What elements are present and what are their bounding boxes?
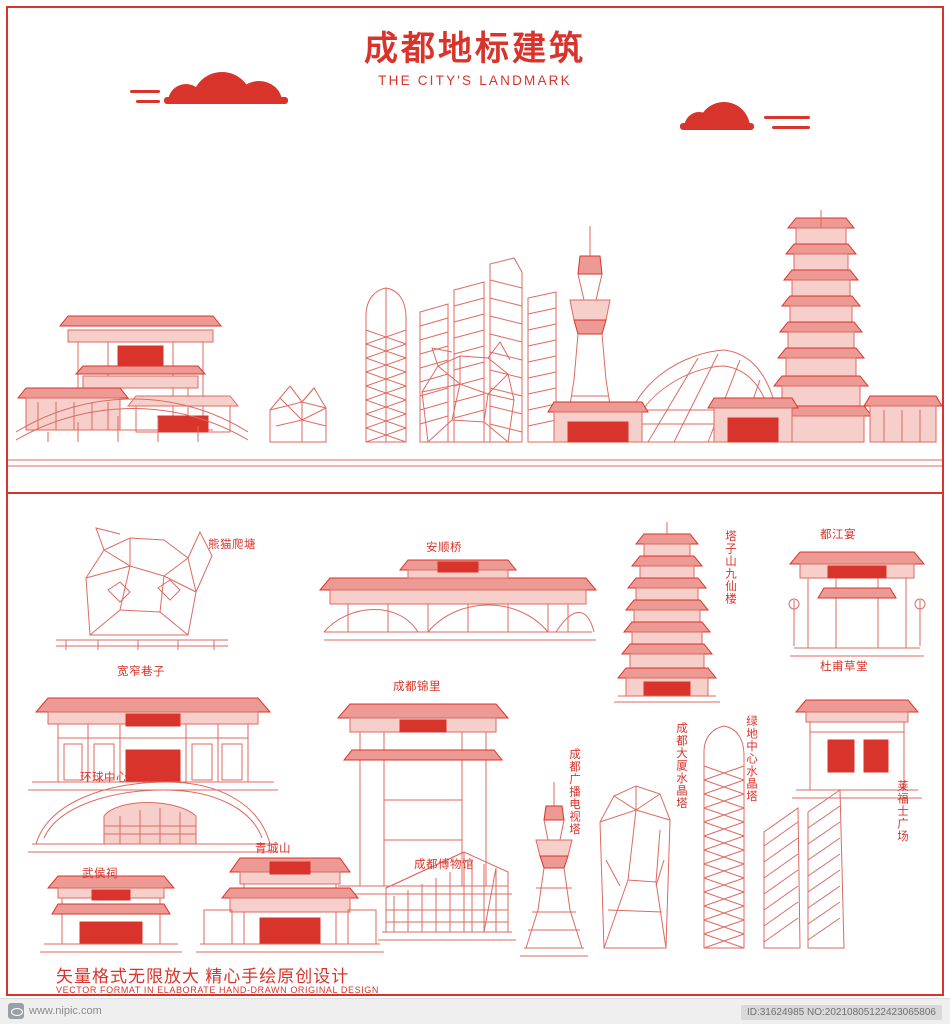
- skyline-temple-row-right: [547, 395, 942, 443]
- label-jiuxian-tower: 塔子山九仙楼: [724, 530, 736, 605]
- skyline-illustration: [8, 130, 942, 468]
- catalogue-item-panda: [56, 527, 228, 650]
- landmark-catalogue: 熊猫爬塘 安顺桥 塔子山九仙楼 都江宴 宽窄巷子 杜甫草堂 成都锦里 绿地中心水…: [8, 500, 942, 968]
- label-dufu-cottage: 杜甫草堂: [820, 661, 868, 673]
- label-panda: 熊猫爬塘: [208, 539, 256, 551]
- label-anshun-bridge: 安顺桥: [426, 542, 462, 554]
- frame-divider: [8, 492, 942, 494]
- label-qingcheng-mountain: 青城山: [255, 843, 291, 855]
- skyline-jinli-gate: [58, 315, 223, 431]
- catalogue-item-raffles-square: [763, 789, 845, 949]
- catalogue-item-chengdu-mansion: [599, 785, 671, 949]
- cloud-decoration-right: [676, 100, 846, 134]
- catalogue-item-dufu-cottage: [792, 699, 922, 799]
- footer-tagline-cn: 矢量格式无限放大 精心手绘原创设计: [56, 967, 350, 986]
- catalogue-item-global-center: [28, 781, 278, 853]
- catalogue-item-anshun-bridge: [318, 559, 598, 641]
- skyline-bridge: [15, 398, 249, 442]
- label-global-center: 环球中心: [80, 772, 128, 784]
- watermark-bar: www.nipic.com ID:31624985 NO:20210805122…: [0, 998, 950, 1024]
- catalogue-item-jiuxian-tower: [614, 522, 720, 703]
- label-chengdu-museum: 成都博物馆: [414, 859, 474, 871]
- label-chengdu-jinli: 成都锦里: [393, 681, 441, 693]
- skyline-twisted-tower: [365, 287, 407, 443]
- label-kuanzhai-alley: 宽窄巷子: [117, 666, 165, 678]
- watermark-site: www.nipic.com: [29, 1005, 102, 1017]
- label-tv-tower: 成都广播电视塔: [568, 748, 580, 836]
- catalogue-item-qingcheng-mountain: [196, 857, 384, 953]
- skyline-office-blocks: [419, 257, 557, 443]
- catalogue-item-tv-tower: [520, 782, 588, 957]
- skyline-pagoda: [768, 210, 874, 443]
- page-title: 成都地标建筑: [364, 31, 586, 68]
- skyline-temple-row-left: [16, 387, 240, 433]
- page-subtitle: THE CITY'S LANDMARK: [378, 73, 572, 89]
- label-greenland-crystal-tower: 绿地中心水晶塔: [745, 715, 757, 803]
- poster-title-block: 成都地标建筑 THE CITY'S LANDMARK: [0, 30, 950, 88]
- catalogue-item-greenland-crystal-tower: [703, 725, 745, 949]
- nipic-logo-icon: [8, 1003, 24, 1019]
- catalogue-item-dujiangyan: [788, 551, 926, 657]
- footer-tagline-en: VECTOR FORMAT IN ELABORATE HAND-DRAWN OR…: [56, 985, 379, 995]
- skyline-panda-sculpture: [421, 341, 515, 443]
- label-wuhou-shrine: 武侯祠: [82, 868, 118, 880]
- watermark-id: ID:31624985 NO:20210805122423065806: [740, 1005, 942, 1020]
- skyline-crystal-tower-left: [269, 385, 327, 443]
- catalogue-item-chengdu-museum: [378, 851, 516, 941]
- catalogue-item-chengdu-jinli: [334, 703, 512, 895]
- label-chengdu-mansion: 成都大厦水晶塔: [675, 722, 687, 810]
- cloud-decoration-left: [130, 72, 310, 106]
- watermark-brand: www.nipic.com: [8, 1003, 102, 1019]
- label-dujiangyan: 都江宴: [820, 529, 856, 541]
- catalogue-item-kuanzhai-alley: [28, 697, 278, 791]
- label-raffles-square: 莱福士广场: [896, 780, 908, 843]
- catalogue-item-wuhou-shrine: [40, 875, 182, 953]
